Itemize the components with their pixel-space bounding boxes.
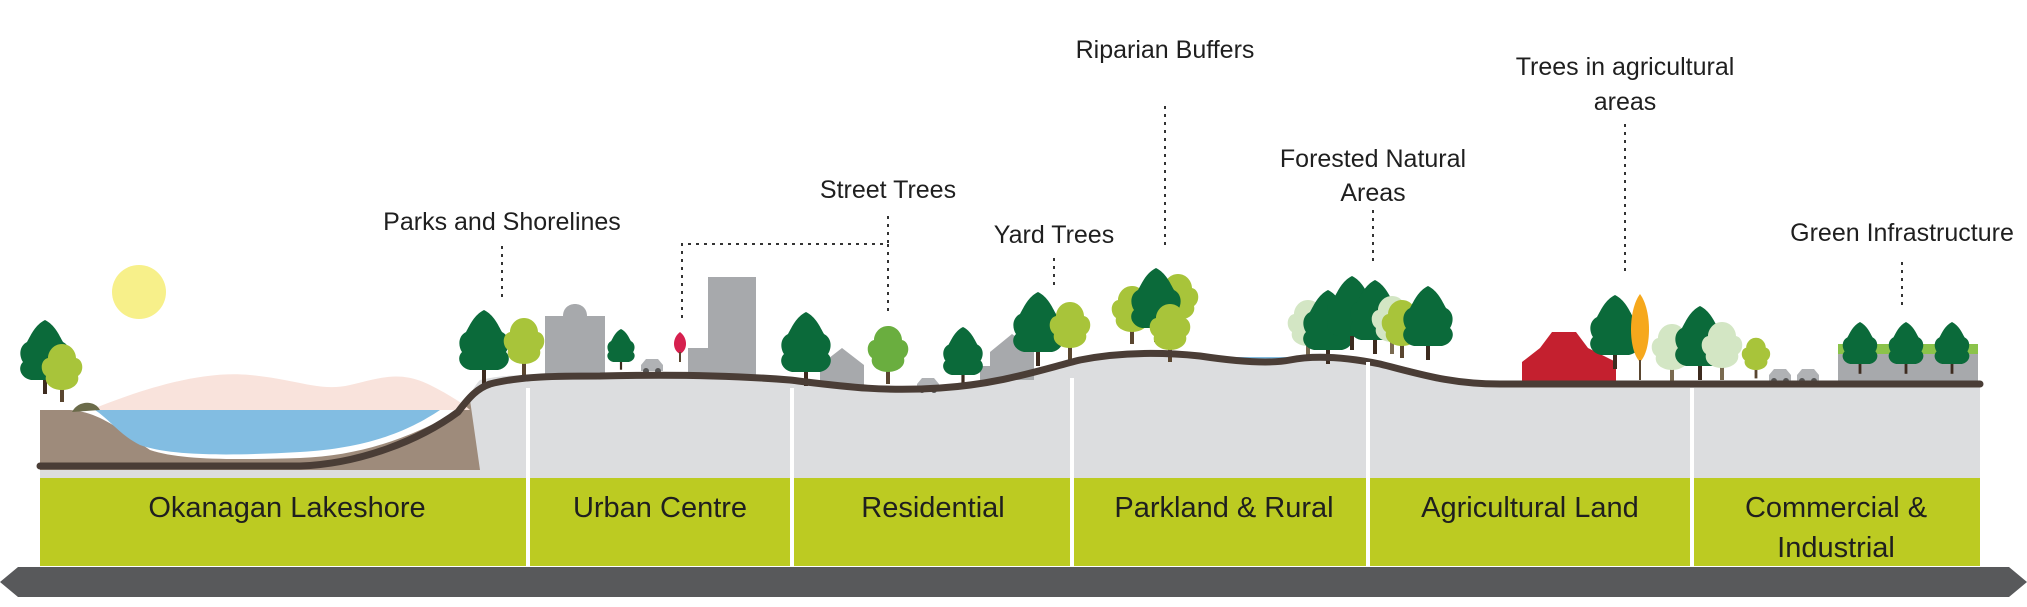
callout-leaders	[501, 106, 1903, 318]
tree-icon	[503, 318, 545, 376]
barn-icon	[1522, 332, 1616, 384]
zone-residential: Residential	[861, 492, 1004, 524]
tree-icon	[674, 332, 686, 354]
urban-buildings	[545, 277, 756, 378]
building-icon	[688, 348, 710, 378]
dome-icon	[563, 304, 587, 316]
zone-agricultural-land: Agricultural Land	[1421, 492, 1639, 524]
tree-icon	[607, 329, 635, 370]
tree-icon	[1631, 294, 1649, 362]
sun-icon	[112, 265, 166, 319]
building-icon	[708, 277, 756, 377]
tree-icon	[1049, 302, 1091, 360]
ground-fill	[40, 352, 1980, 478]
tree-icon	[943, 327, 983, 387]
zone-commercial-industrial-line2: Industrial	[1777, 532, 1895, 564]
callout-street-trees: Street Trees	[820, 176, 956, 204]
ground-line	[36, 349, 1984, 470]
callout-yard-trees: Yard Trees	[994, 221, 1114, 249]
callout-forested-line2: Areas	[1340, 179, 1405, 207]
shrub-icon	[72, 402, 100, 412]
callout-forested-line1: Forested Natural	[1280, 145, 1466, 173]
trees	[20, 268, 1970, 412]
tree-icon	[1741, 337, 1771, 379]
house-annex	[980, 366, 994, 380]
callout-green-infrastructure: Green Infrastructure	[1790, 219, 2014, 247]
house-icon	[820, 348, 864, 385]
callout-riparian-buffers: Riparian Buffers	[1076, 36, 1255, 64]
tree-icon	[867, 326, 909, 384]
zone-urban-centre: Urban Centre	[573, 492, 747, 524]
callout-agri-trees-line1: Trees in agricultural	[1516, 53, 1735, 81]
tree-icon	[459, 310, 509, 384]
callout-agri-trees-line2: areas	[1594, 88, 1657, 116]
zone-parkland-rural: Parkland & Rural	[1114, 492, 1333, 524]
zone-okanagan-lakeshore: Okanagan Lakeshore	[148, 492, 425, 524]
zone-band	[40, 478, 1980, 566]
timeline-bar	[0, 567, 2027, 597]
tree-icon	[1403, 286, 1453, 360]
building-icon	[545, 316, 605, 378]
mountain-shape	[90, 374, 470, 410]
callout-parks-shorelines: Parks and Shorelines	[383, 208, 621, 236]
zone-commercial-industrial-line1: Commercial &	[1745, 492, 1927, 524]
lake-water	[95, 410, 440, 455]
